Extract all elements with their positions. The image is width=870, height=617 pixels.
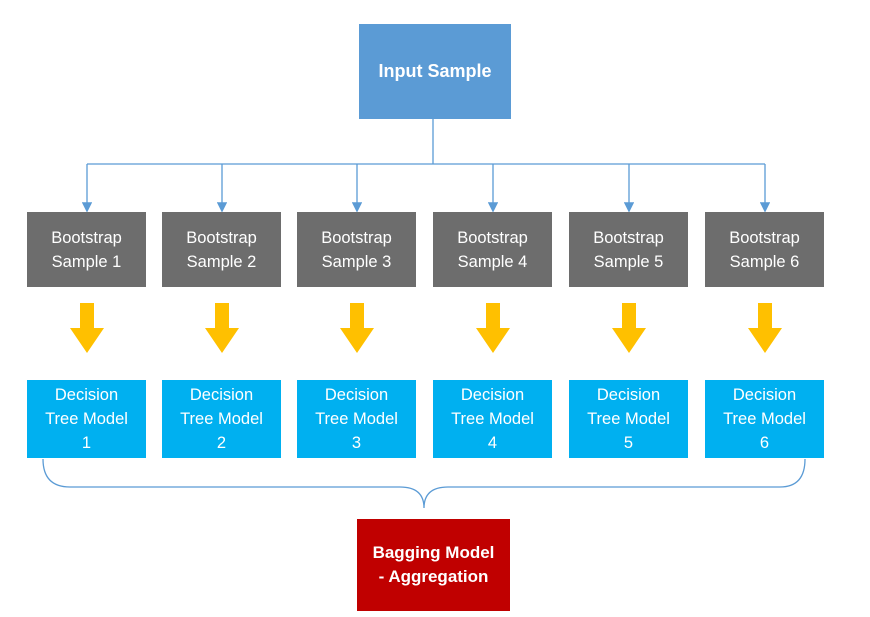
down-arrow-icon	[70, 303, 104, 353]
bootstrap-label: Bootstrap	[593, 228, 664, 247]
aggregation-brace	[42, 458, 806, 509]
model-label: Decision	[54, 386, 119, 404]
model-label: Decision	[732, 386, 797, 404]
model-number: 2	[216, 434, 227, 452]
model-label: Tree Model	[45, 410, 128, 428]
decision-tree-model-5: Decision Tree Model 5	[569, 380, 688, 458]
bootstrap-label: Sample 3	[321, 252, 392, 271]
model-number: 3	[351, 434, 362, 452]
bootstrap-sample-4: Bootstrap Sample 4	[433, 212, 552, 287]
bootstrap-sample-3: Bootstrap Sample 3	[297, 212, 416, 287]
down-arrow-icon	[476, 303, 510, 353]
bootstrap-label: Bootstrap	[186, 228, 257, 247]
decision-tree-model-4: Decision Tree Model 4	[433, 380, 552, 458]
bootstrap-label: Bootstrap	[321, 228, 392, 247]
decision-tree-model-6: Decision Tree Model 6	[705, 380, 824, 458]
bootstrap-label: Sample 2	[186, 252, 257, 271]
bootstrap-sample-2: Bootstrap Sample 2	[162, 212, 281, 287]
decision-tree-model-3: Decision Tree Model 3	[297, 380, 416, 458]
bootstrap-label: Bootstrap	[51, 228, 122, 247]
down-arrow-icon	[205, 303, 239, 353]
down-arrow-icon	[748, 303, 782, 353]
bootstrap-label: Sample 1	[51, 252, 122, 271]
model-label: Decision	[460, 386, 525, 404]
decision-tree-model-2: Decision Tree Model 2	[162, 380, 281, 458]
model-label: Decision	[324, 386, 389, 404]
model-label: Tree Model	[723, 410, 806, 428]
model-label: Decision	[596, 386, 661, 404]
model-number: 6	[759, 434, 770, 452]
bootstrap-label: Sample 6	[729, 252, 800, 271]
model-label: Tree Model	[180, 410, 263, 428]
input-sample-box: Input Sample	[359, 24, 511, 119]
bootstrap-sample-6: Bootstrap Sample 6	[705, 212, 824, 287]
bootstrap-label: Bootstrap	[729, 228, 800, 247]
model-number: 1	[81, 434, 92, 452]
model-label: Decision	[189, 386, 254, 404]
model-label: Tree Model	[587, 410, 670, 428]
bagging-model-box: Bagging Model - Aggregation	[357, 519, 510, 611]
model-number: 5	[623, 434, 634, 452]
input-sample-label: Input Sample	[378, 61, 492, 81]
bagging-model-label: Bagging Model	[372, 543, 495, 562]
model-number: 4	[487, 434, 498, 452]
model-label: Tree Model	[451, 410, 534, 428]
model-label: Tree Model	[315, 410, 398, 428]
down-arrow-icon	[612, 303, 646, 353]
bootstrap-label: Bootstrap	[457, 228, 528, 247]
bootstrap-sample-1: Bootstrap Sample 1	[27, 212, 146, 287]
down-arrow-icon	[340, 303, 374, 353]
bootstrap-sample-5: Bootstrap Sample 5	[569, 212, 688, 287]
bootstrap-label: Sample 5	[593, 252, 664, 271]
decision-tree-model-1: Decision Tree Model 1	[27, 380, 146, 458]
bootstrap-label: Sample 4	[457, 252, 528, 271]
aggregation-label: - Aggregation	[378, 567, 489, 586]
